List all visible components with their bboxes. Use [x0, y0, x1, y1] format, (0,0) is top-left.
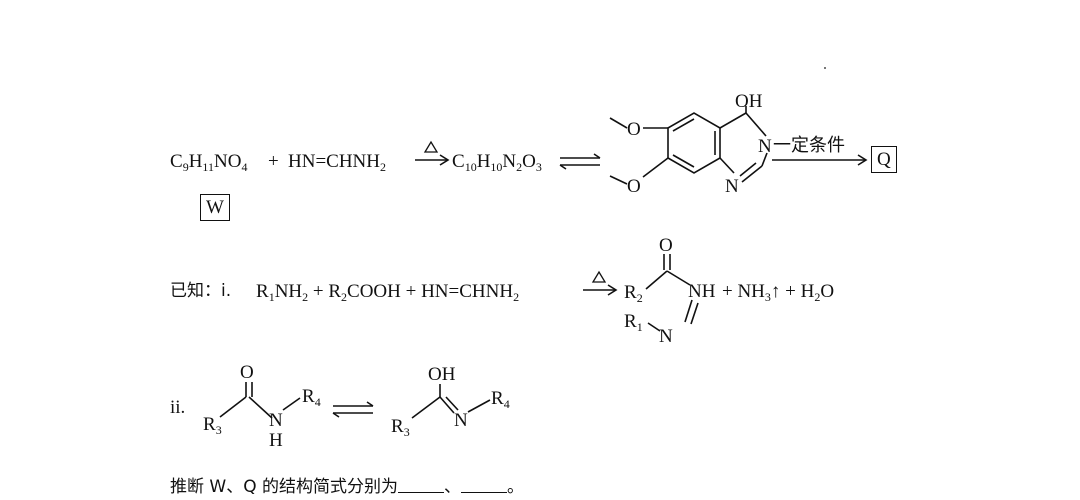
- oh-label: OH: [735, 91, 763, 112]
- product-i-nh: NH: [688, 281, 716, 302]
- question-line: 推断 W、Q 的结构简式分别为 、 。: [170, 478, 524, 496]
- question-end: 。: [507, 477, 524, 497]
- product-i-r2: R2: [624, 282, 643, 305]
- condition-arrow: [772, 154, 868, 166]
- formamidine: HN=CHNH2: [288, 151, 386, 174]
- reaction-i-byproducts: + NH3↑ + H2O: [722, 281, 835, 304]
- imidic-r3: R3: [391, 416, 410, 439]
- equilibrium-arrow-1: [559, 153, 601, 170]
- page-dot: [824, 67, 826, 69]
- imidic-n: N: [454, 410, 468, 431]
- methoxy-o-bottom: O: [627, 176, 641, 197]
- formula-w: C9H11NO4: [170, 151, 248, 174]
- amide-r4: R4: [302, 386, 321, 409]
- answer-blank-w[interactable]: [398, 478, 444, 493]
- known-prefix: 已知：i.: [170, 281, 232, 301]
- quinazoline-structure: [609, 106, 768, 185]
- formula-intermediate: C10H10N2O3: [452, 151, 542, 174]
- imidic-r4: R4: [491, 388, 510, 411]
- amide-structure: [219, 382, 301, 419]
- methoxy-o-top: O: [627, 119, 641, 140]
- question-separator: 、: [444, 477, 461, 497]
- answer-blank-q[interactable]: [461, 478, 507, 493]
- w-box: W: [200, 194, 230, 221]
- amide-n: N: [269, 410, 283, 431]
- n-label-bottom: N: [725, 176, 739, 197]
- reaction-i-reactants: R1NH2 + R2COOH + HN=CHNH2: [256, 281, 520, 304]
- plus-sign: +: [268, 151, 279, 172]
- imidic-oh: OH: [428, 364, 456, 385]
- amide-r3: R3: [203, 414, 222, 437]
- condition-label: 一定条件: [773, 135, 845, 156]
- product-i-r1: R1: [624, 311, 643, 334]
- amide-oxygen: O: [240, 362, 254, 383]
- imidic-acid-structure: [411, 384, 491, 419]
- amide-h: H: [269, 430, 283, 451]
- reaction-i-product-structure: [645, 254, 699, 332]
- n-label-top: N: [758, 136, 772, 157]
- product-i-n: N: [659, 326, 673, 347]
- heat-arrow-1: [415, 140, 450, 166]
- reaction-ii-label: ii.: [170, 397, 186, 418]
- q-box: Q: [871, 146, 897, 173]
- question-text: 推断 W、Q 的结构简式分别为: [170, 477, 398, 497]
- product-i-oxygen: O: [659, 235, 673, 256]
- equilibrium-arrow-2: [332, 401, 374, 418]
- heat-arrow-2: [583, 270, 618, 296]
